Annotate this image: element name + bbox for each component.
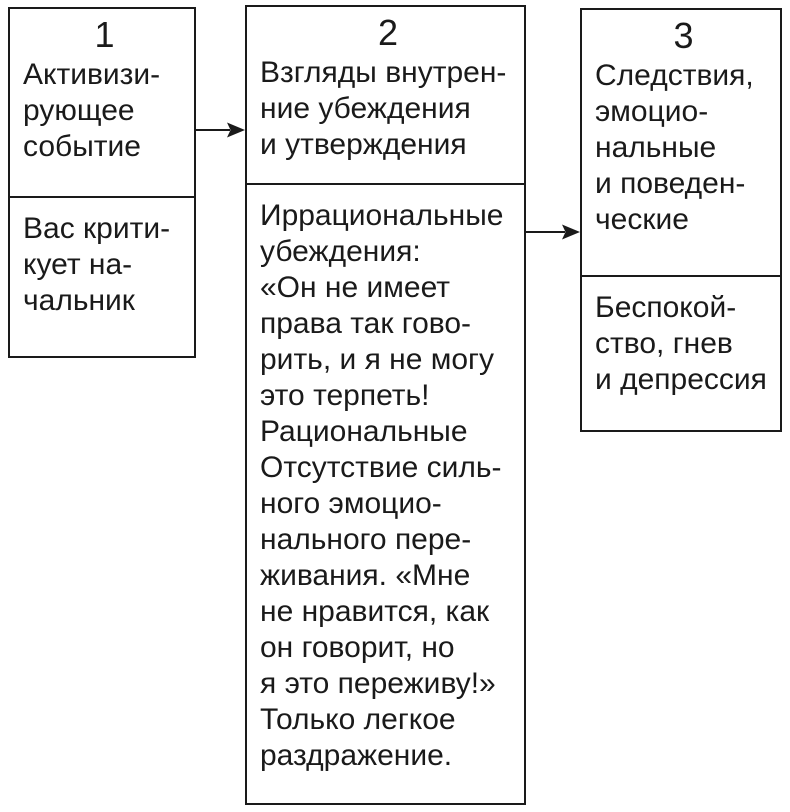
box-3-number: 3 <box>673 15 694 56</box>
box-1-example: Вас крити- кует на- чальник <box>23 212 171 317</box>
box-1-number: 1 <box>94 14 115 55</box>
box-3-title: Следствия, эмоцио- нальные и поведен- че… <box>595 59 754 236</box>
box-beliefs-header: 2 Взгляды внутрен- ние убеждения и утвер… <box>247 7 524 185</box>
arrow-2-to-3-icon <box>526 224 580 240</box>
box-2-example: Иррациональные убеждения: «Он не имеет п… <box>260 199 504 772</box>
box-2-title: Взгляды внутрен- ние убеждения и утвержд… <box>260 56 507 161</box>
box-activating-event: 1 Активизи- рующее событие Вас крити- ку… <box>8 7 196 358</box>
arrow-1-to-2-icon <box>195 122 245 138</box>
box-1-title: Активизи- рующее событие <box>23 58 161 163</box>
box-consequences-header: 3 Следствия, эмоцио- нальные и поведен- … <box>582 10 780 277</box>
box-activating-event-header: 1 Активизи- рующее событие <box>10 9 194 198</box>
box-consequences: 3 Следствия, эмоцио- нальные и поведен- … <box>580 8 782 432</box>
box-3-example: Беспокой- ство, гнев и депрессия <box>595 291 767 396</box>
box-beliefs: 2 Взгляды внутрен- ние убеждения и утвер… <box>245 5 526 805</box>
box-2-number: 2 <box>377 12 399 53</box>
